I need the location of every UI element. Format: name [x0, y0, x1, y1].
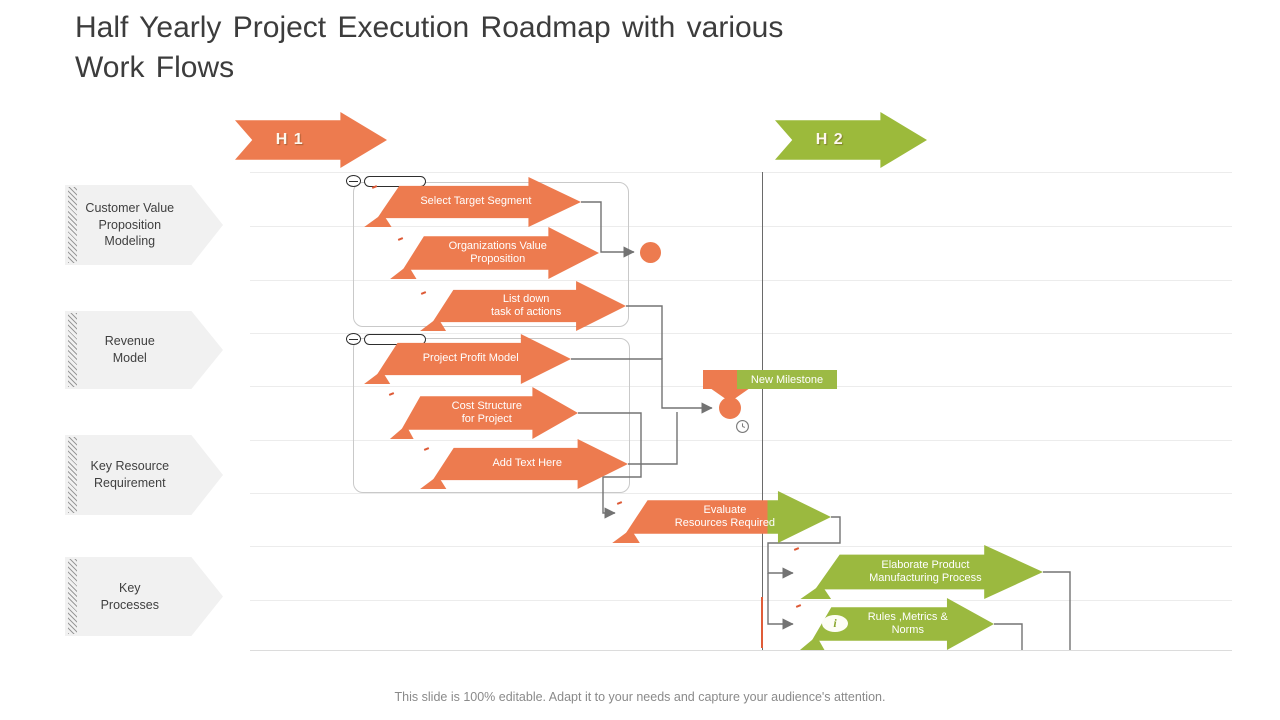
arrow-shape: [390, 227, 599, 279]
task-cost-structure-for-project: Cost Structure for Project: [388, 387, 578, 439]
task-label: Select Target Segment: [420, 195, 532, 208]
h1-arrow-shape: [235, 112, 387, 168]
row-label-text: Revenue Model: [104, 334, 155, 365]
info-icon: i: [822, 615, 848, 632]
h2-label: H 2: [815, 131, 844, 148]
row-label-text: Key Processes: [100, 580, 159, 612]
task-label: Evaluate Resources Required: [674, 503, 776, 529]
row-label-text: Key Resource Requirement: [90, 459, 170, 490]
grid-line: [250, 440, 1232, 441]
arrow-shape: [389, 387, 578, 439]
task-label: Cost Structure for Project: [451, 399, 522, 425]
row-revenue-model: Revenue Model: [65, 311, 223, 389]
task-list-down-task-of-actions: List down task of actions: [418, 281, 626, 331]
divider-accent: [761, 597, 763, 648]
grid-line: [250, 600, 1232, 601]
pill-bar: [364, 333, 426, 345]
row-key-resource: Key Resource Requirement: [65, 435, 223, 515]
task-elaborate-product-manufacturing: Elaborate Product Manufacturing Process: [798, 545, 1043, 599]
h2-arrow-shape: [775, 112, 927, 168]
grid-line: [250, 280, 1232, 281]
pill-bar: [364, 175, 426, 187]
arrow-shape: [799, 598, 994, 650]
group-pill-2: [346, 333, 426, 345]
grid-line: [250, 172, 1232, 173]
arrow-shape: [420, 439, 628, 489]
arrow-shape: [420, 281, 626, 331]
group-pill-1: [346, 175, 426, 187]
grid-line: [250, 493, 1232, 494]
h1-label: H 1: [275, 131, 304, 148]
task-organizations-value-proposition: Organizations Value Proposition: [388, 227, 599, 279]
half-year-divider: [762, 172, 763, 650]
task-label: Rules ,Metrics & Norms: [867, 610, 948, 636]
grid-line: [250, 650, 1232, 651]
milestone-label: New Milestone: [737, 370, 837, 389]
milestone-circle-1: [640, 242, 661, 263]
collapse-icon: [346, 333, 361, 345]
hatch-strip: [68, 559, 77, 634]
h2-header-arrow: H 2: [775, 112, 927, 168]
grid-line: [250, 546, 1232, 547]
row-label-text: Customer Value Proposition Modeling: [85, 200, 175, 249]
arrow-shape: [364, 334, 571, 384]
arrow-shape: [800, 545, 1043, 599]
task-label: List down task of actions: [490, 292, 562, 318]
task-add-text-here: Add Text Here: [418, 439, 628, 489]
task-label: Add Text Here: [492, 457, 562, 470]
hatch-strip: [68, 313, 77, 387]
collapse-icon: [346, 175, 361, 187]
task-label: Organizations Value Proposition: [448, 239, 547, 265]
footer-note: This slide is 100% editable. Adapt it to…: [394, 690, 886, 704]
task-label: Project Profit Model: [422, 352, 519, 365]
h1-header-arrow: H 1: [235, 112, 387, 168]
task-evaluate-resources-required: Evaluate Resources Required: [610, 491, 831, 543]
arrow-shape: [612, 491, 831, 543]
arrow-shape: [364, 177, 581, 227]
page-title: Half Yearly Project Execution Roadmap wi…: [75, 11, 784, 84]
grid-line: [250, 226, 1232, 227]
task-rules-metrics-norms: i Rules ,Metrics & Norms: [798, 598, 994, 650]
task-project-profit-model: Project Profit Model: [362, 334, 571, 384]
task-label: Elaborate Product Manufacturing Process: [869, 558, 982, 584]
milestone-circle-2: [719, 397, 741, 419]
row-customer-value: Customer Value Proposition Modeling: [65, 185, 223, 265]
row-key-processes: Key Processes: [65, 557, 223, 636]
task-select-target-segment: Select Target Segment: [362, 177, 581, 227]
milestone-ribbon: [703, 370, 747, 389]
hatch-strip: [68, 187, 77, 263]
clock-icon: [736, 420, 749, 433]
grid-line: [250, 333, 1232, 334]
hatch-strip: [68, 437, 77, 513]
